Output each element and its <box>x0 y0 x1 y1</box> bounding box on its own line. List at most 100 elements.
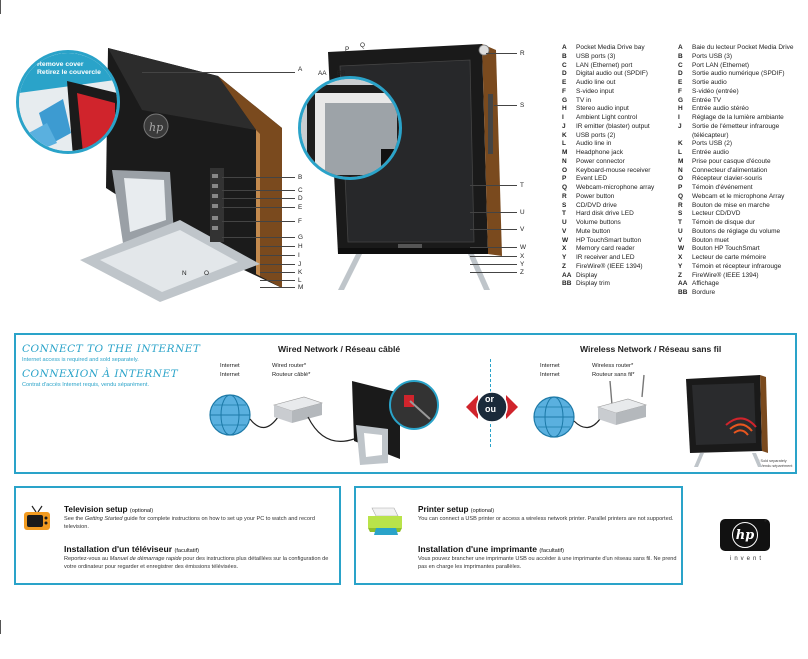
part-letter: Q <box>562 184 568 191</box>
part-description: Entrée audio <box>692 149 729 156</box>
label-AA: AA <box>318 70 327 77</box>
wireless-router-label-en: Wireless router* <box>592 363 634 369</box>
part-letter: K <box>678 140 683 148</box>
part-list-item: (télécapteur) <box>678 132 794 141</box>
part-description: FireWire® (IEEE 1394) <box>576 262 643 270</box>
part-letter <box>678 132 692 141</box>
globe-icon <box>209 394 251 436</box>
label-BB: BB <box>337 70 346 77</box>
part-list-item: V Mute button <box>562 228 654 237</box>
or-text-en: or <box>485 394 494 404</box>
part-letter: U <box>562 219 567 226</box>
connect-subtitle-fr: Contrat d'accès Internet requis, vendu s… <box>22 382 149 388</box>
part-letter: V <box>678 236 683 244</box>
part-letter: V <box>562 227 567 235</box>
part-letter: W <box>562 236 569 244</box>
part-description: Prise pour casque d'écoute <box>692 157 771 165</box>
ethernet-port-zoom <box>389 380 439 430</box>
hp-invent-tagline: invent <box>730 556 765 562</box>
part-letter: A <box>678 44 683 51</box>
leader-line <box>470 229 517 230</box>
printer-title-fr: Installation d'une imprimante (facultati… <box>418 544 564 554</box>
part-letter: F <box>562 87 566 95</box>
crop-mark-bottom <box>0 620 1 634</box>
printer-optional-en: (optional) <box>470 508 495 514</box>
part-description: IR receiver and LED <box>576 254 635 261</box>
part-description: Boutons de réglage du volume <box>692 227 781 235</box>
printer-optional-fr: (facultatif) <box>539 548 564 554</box>
part-description: Audio line out <box>576 79 616 86</box>
leader-line <box>260 280 295 281</box>
part-description: Hard disk drive LED <box>576 210 634 218</box>
part-description: FireWire® (IEEE 1394) <box>692 271 759 279</box>
label-R: R <box>520 50 525 57</box>
part-letter: S <box>562 201 567 209</box>
leader-line <box>142 72 295 73</box>
part-description: Baie du lecteur Pocket Media Drive <box>692 44 794 51</box>
part-letter: R <box>562 192 567 200</box>
part-letter: I <box>562 114 564 121</box>
printer-body-en: You can connect a USB printer or access … <box>418 516 674 522</box>
part-description: (télécapteur) <box>692 131 729 139</box>
leader-line <box>222 207 295 208</box>
television-setup-box: Television setup (optional) See the Gett… <box>14 486 341 585</box>
part-letter: J <box>562 122 566 130</box>
part-description: S-video input <box>576 87 614 95</box>
leader-line <box>222 221 295 222</box>
globe-icon <box>533 396 575 438</box>
wireless-router-icon <box>596 374 648 425</box>
part-description: Mute button <box>576 227 611 235</box>
hp-logo-mark: hp <box>732 522 758 548</box>
printer-setup-box: Printer setup (optional) You can connect… <box>354 486 683 585</box>
part-letter: AA <box>678 280 688 288</box>
computer-front-icon <box>686 375 768 467</box>
tv-body-fr-1: Reportez-vous au <box>64 556 110 562</box>
part-letter: Y <box>562 254 567 261</box>
part-description: Lecteur de carte mémoire <box>692 254 767 261</box>
part-description: Keyboard-mouse receiver <box>576 166 651 174</box>
label-Z: Z <box>520 269 524 276</box>
part-letter: J <box>678 122 682 130</box>
part-description: HP TouchSmart button <box>576 236 642 244</box>
tv-optional-en: (optional) <box>129 508 154 514</box>
display-callout <box>298 76 402 180</box>
label-S: S <box>520 102 525 109</box>
part-letter: N <box>678 166 683 174</box>
part-list-item: W HP TouchSmart button <box>562 237 654 246</box>
part-description: Entrée audio stéréo <box>692 105 749 113</box>
part-list-item: A Baie du lecteur Pocket Media Drive <box>678 44 794 53</box>
leader-line <box>470 185 517 186</box>
connect-title-fr: CONNEXION À INTERNET <box>22 368 179 380</box>
part-description: LAN (Ethernet) port <box>576 61 633 69</box>
tv-optional-fr: (facultatif) <box>174 548 200 554</box>
tv-body-en-2: guide for complete instructions on how t… <box>64 516 315 530</box>
label-D: D <box>298 195 303 202</box>
part-description: Memory card reader <box>576 245 635 253</box>
hp-logo: hp <box>720 519 770 551</box>
connect-title-en: CONNECT TO THE INTERNET <box>22 343 201 355</box>
label-X: X <box>520 253 525 260</box>
part-description: Sortie de l'émetteur infrarouge <box>692 122 780 130</box>
wired-router-label-en: Wired router* <box>272 363 307 369</box>
printer-title-fr-text: Installation d'une imprimante <box>418 544 538 554</box>
leader-line <box>260 264 295 265</box>
part-letter: A <box>562 44 567 51</box>
part-description: CD/DVD drive <box>576 201 617 209</box>
label-U: U <box>520 209 525 216</box>
part-description: Webcam et le microphone Array <box>692 192 785 200</box>
label-Q: Q <box>360 42 365 49</box>
